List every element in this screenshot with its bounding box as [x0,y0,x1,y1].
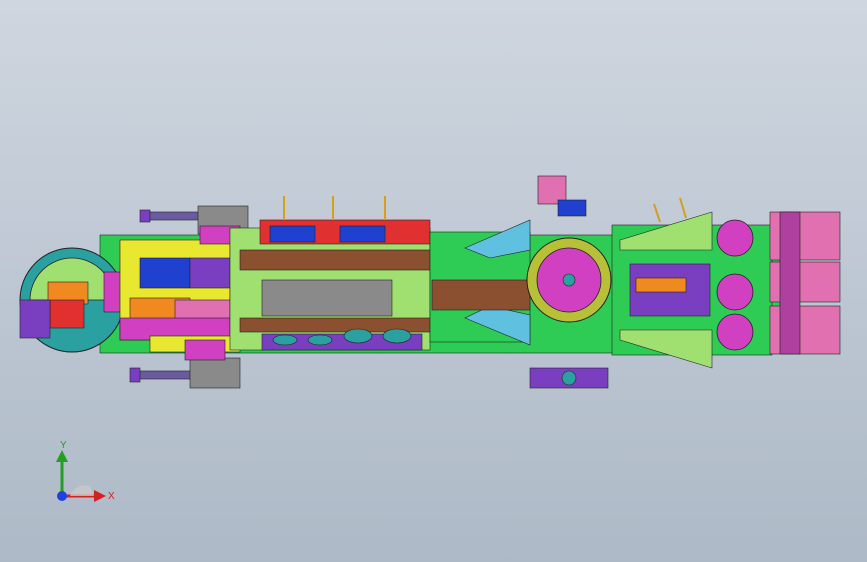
cockpit-left-block [19,299,51,339]
pod-3 [343,328,373,344]
cargo-grid-plate [261,279,393,317]
x-axis-head [94,490,106,502]
engine-ring-2 [716,273,754,311]
x-axis-label: X [108,491,115,502]
pod-4 [382,328,412,344]
forward-panel-pink [174,299,231,321]
cockpit-block [49,299,85,329]
thruster-collar [779,211,801,355]
cargo-top-blue-2 [339,225,386,243]
antenna-5 [679,197,687,219]
cargo-top-blue-1 [269,225,316,243]
y-axis-head [56,450,68,462]
triad-arc [70,485,94,496]
pod-1 [272,334,298,346]
forward-panel-purple [189,257,231,289]
pod-2 [307,334,333,346]
axis-triad: Y X [56,440,115,502]
engine-fin-top [619,211,713,251]
top-sensor-base [557,199,587,217]
upper-gun-barrel [144,211,201,221]
reactor-center [562,273,576,287]
y-axis-label: Y [60,440,67,451]
engine-ring-1 [716,219,754,257]
bottom-turret-eye [561,370,577,386]
lower-gun-tip [129,367,141,383]
antenna-4 [653,203,661,223]
lower-gun-mount [189,357,241,389]
engine-panel-strip [635,277,687,293]
engine-fin-bottom [619,329,713,369]
lower-gun-barrel [134,370,196,380]
cargo-bottom [261,333,423,351]
center-band [431,279,531,311]
cargo-rail [239,249,431,271]
z-axis-dot [57,491,67,501]
forward-panel-blue [139,257,191,289]
engine-ring-3 [716,313,754,351]
top-sensor [537,175,567,205]
lower-gun-base [184,339,226,361]
upper-gun-tip [139,209,151,223]
upper-wing [464,219,531,259]
